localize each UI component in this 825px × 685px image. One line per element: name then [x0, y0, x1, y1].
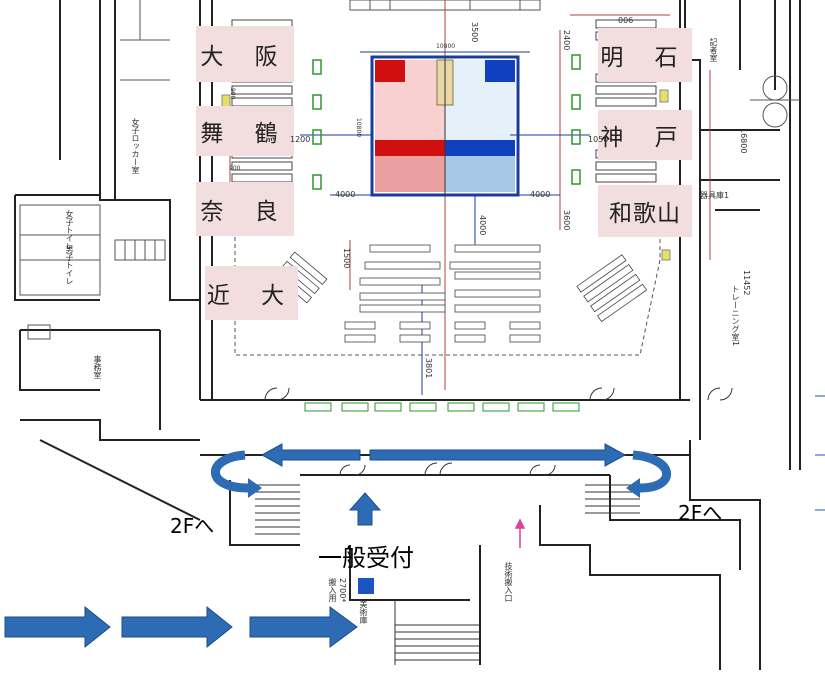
- upstairs-label-left: 2Fへ: [170, 514, 215, 538]
- flow-arrows: [4, 443, 627, 649]
- arrow-corridor-right: [369, 443, 627, 467]
- dim-3500: 3500: [470, 22, 479, 43]
- team-label-wakayama: 和歌山: [598, 185, 692, 237]
- arrow-corridor-left: [260, 443, 361, 467]
- front-pits: [304, 402, 580, 412]
- room-training-size: 11452: [742, 270, 751, 296]
- dim-3801: 3801: [424, 358, 433, 379]
- dim-3600: 3600: [562, 210, 571, 231]
- room-carry-in-size: 2700*: [338, 578, 347, 603]
- dim-900a: 900: [229, 88, 236, 100]
- room-office: 事務室: [93, 355, 102, 379]
- corridor-blue-ticks: [815, 395, 825, 511]
- general-reception-label: 一般受付: [318, 544, 414, 572]
- art-room-marker: [358, 578, 374, 594]
- arrow-reception-up: [348, 492, 382, 526]
- room-art: 美術庫: [359, 600, 368, 624]
- dim-10800-side: 10800: [355, 118, 362, 138]
- green-markers: [312, 54, 581, 190]
- room-carry-in: 搬入用: [328, 578, 337, 602]
- arrow-entrance-3: [249, 606, 358, 648]
- room-press: 記者室: [709, 38, 718, 62]
- room-mens-toilet: 男子トイレ: [65, 245, 74, 285]
- dim-10800-top: 10800: [436, 43, 456, 50]
- curve-right: [632, 450, 672, 493]
- tech-entrance-arrow: [514, 518, 526, 548]
- dim-4000-mid: 4000: [478, 215, 487, 236]
- dim-16800: 16800: [739, 128, 748, 154]
- dim-1050: 1050: [588, 135, 609, 144]
- team-label-osaka: 大 阪: [196, 26, 294, 82]
- curved-arrows: [211, 450, 672, 493]
- curve-left: [211, 450, 249, 493]
- dim-2400: 2400: [562, 30, 571, 51]
- doors: [264, 387, 733, 476]
- room-lines: [19, 0, 800, 665]
- team-label-nara: 奈 良: [196, 182, 294, 236]
- competition-court: [300, 51, 590, 395]
- team-label-maizuru: 舞 鶴: [196, 106, 294, 156]
- team-label-kindai: 近 大: [205, 266, 298, 320]
- dim-1500: 1500: [342, 248, 351, 269]
- audience-seats: [344, 244, 541, 343]
- upstairs-label-right: 2Fへ: [678, 501, 723, 525]
- room-training: トレーニング室1: [731, 285, 740, 347]
- dim-4000-right: 4000: [530, 190, 551, 199]
- room-womens-locker: 女子ロッカー室: [131, 118, 140, 174]
- team-label-kobe: 神 戸: [598, 110, 692, 160]
- arrow-entrance-1: [4, 605, 111, 649]
- dim-900b: 900: [229, 165, 241, 172]
- seating-boundary: [234, 230, 661, 356]
- room-womens-toilet: 女子トイレ: [65, 210, 74, 250]
- arrow-entrance-2: [121, 605, 233, 649]
- dim-4000-left: 4000: [335, 190, 356, 199]
- dim-006: 006: [618, 16, 634, 25]
- dim-1200: 1200: [290, 135, 311, 144]
- room-tech-entrance: 技術搬入口: [504, 562, 513, 602]
- room-equipment: 器具庫1: [700, 191, 730, 200]
- team-label-akashi: 明 石: [598, 28, 692, 82]
